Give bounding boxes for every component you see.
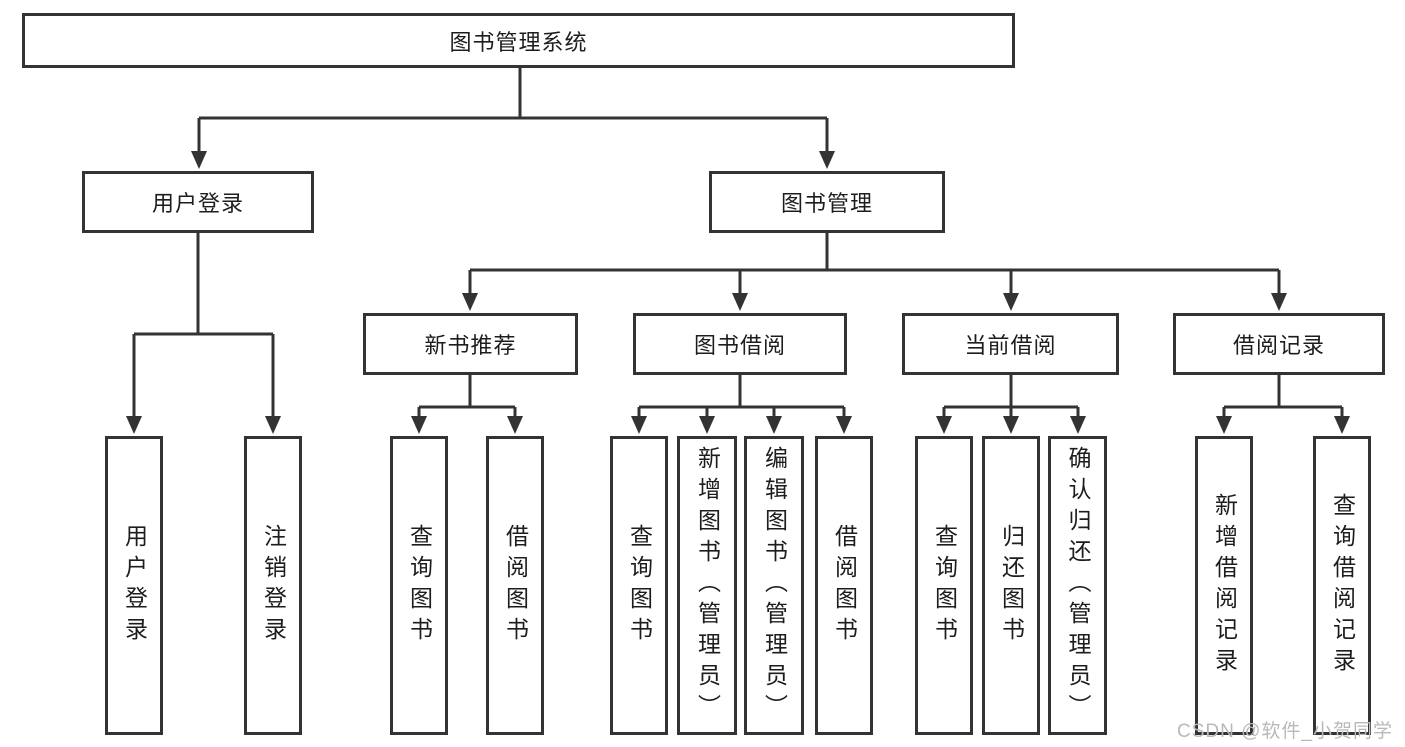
leaf-borrow-borrow-books: 借阅图书: [815, 436, 873, 735]
edge-root-to-level2: [191, 68, 835, 169]
leaf-current-confirm-return-admin: 确认归还（管理员）: [1048, 436, 1107, 735]
edge-book-management-to-level3: [462, 233, 1287, 311]
node-book-management: 图书管理: [709, 171, 945, 233]
leaf-records-query-record: 查询借阅记录: [1313, 436, 1371, 735]
node-new-book-recommend: 新书推荐: [363, 313, 578, 375]
edge-user-login-to-leaves: [126, 233, 281, 434]
node-borrow-records: 借阅记录: [1173, 313, 1385, 375]
leaf-borrow-add-books-admin-label: 新增图书（管理员）: [694, 446, 721, 725]
leaf-borrow-edit-books-admin-label: 编辑图书（管理员）: [761, 446, 788, 725]
node-current-borrow: 当前借阅: [902, 313, 1119, 375]
leaf-logout-label: 注销登录: [260, 523, 287, 648]
node-borrow-records-label: 借阅记录: [1232, 333, 1325, 358]
node-current-borrow-label: 当前借阅: [964, 333, 1057, 358]
leaf-user-login-label: 用户登录: [121, 523, 148, 648]
node-user-login-label: 用户登录: [151, 191, 244, 216]
edge-borrow-records-to-leaves: [1216, 375, 1350, 434]
edge-current-borrow-to-leaves: [936, 375, 1086, 434]
leaf-current-query-books-label: 查询图书: [931, 523, 958, 648]
leaf-newbooks-borrow-books-label: 借阅图书: [502, 523, 529, 648]
leaf-borrow-borrow-books-label: 借阅图书: [831, 523, 858, 648]
leaf-current-return-books: 归还图书: [982, 436, 1040, 735]
leaf-borrow-query-books-label: 查询图书: [626, 523, 653, 648]
leaf-records-query-record-label: 查询借阅记录: [1329, 492, 1356, 679]
leaf-newbooks-query-books-label: 查询图书: [406, 523, 433, 648]
node-book-management-label: 图书管理: [780, 191, 873, 216]
node-book-borrow: 图书借阅: [633, 313, 847, 375]
leaf-current-query-books: 查询图书: [915, 436, 973, 735]
edge-book-borrow-to-leaves: [631, 375, 852, 434]
leaf-borrow-query-books: 查询图书: [610, 436, 668, 735]
leaf-borrow-edit-books-admin: 编辑图书（管理员）: [744, 436, 804, 735]
edge-new-book-recommend-to-leaves: [411, 375, 523, 434]
leaf-logout: 注销登录: [244, 436, 302, 735]
node-new-book-recommend-label: 新书推荐: [424, 333, 517, 358]
leaf-current-return-books-label: 归还图书: [998, 523, 1025, 648]
leaf-newbooks-query-books: 查询图书: [390, 436, 448, 735]
leaf-current-confirm-return-admin-label: 确认归还（管理员）: [1065, 446, 1091, 725]
node-user-login: 用户登录: [82, 171, 314, 233]
node-book-borrow-label: 图书借阅: [693, 333, 786, 358]
leaf-user-login: 用户登录: [105, 436, 163, 735]
watermark-text: CSDN @软件_小贺同学: [1177, 721, 1393, 742]
leaf-records-add-record-label: 新增借阅记录: [1211, 492, 1238, 679]
node-library-system-label: 图书管理系统: [449, 29, 588, 55]
leaf-records-add-record: 新增借阅记录: [1195, 436, 1253, 735]
leaf-borrow-add-books-admin: 新增图书（管理员）: [677, 436, 737, 735]
leaf-newbooks-borrow-books: 借阅图书: [486, 436, 544, 735]
node-library-system: 图书管理系统: [22, 13, 1015, 68]
